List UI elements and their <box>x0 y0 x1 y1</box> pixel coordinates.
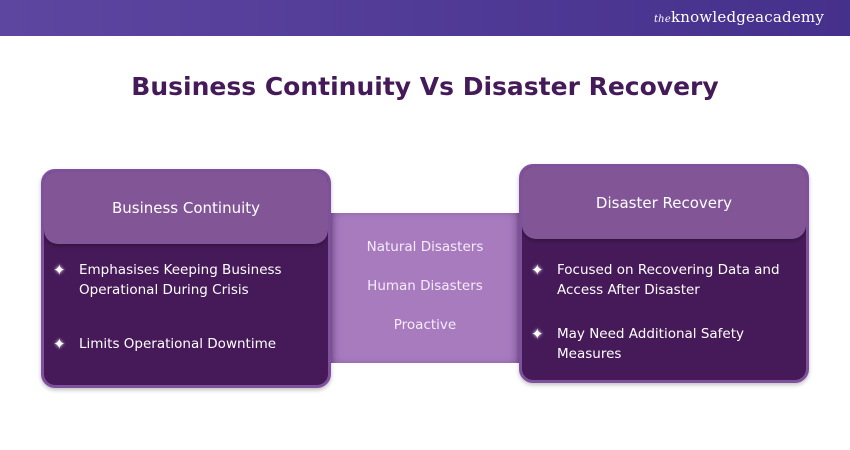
list-item: ✦ Limits Operational Downtime <box>53 334 318 354</box>
list-item: ✦ Emphasises Keeping Business Operationa… <box>53 260 318 300</box>
sparkle-star-icon: ✦ <box>53 335 66 353</box>
page-title: Business Continuity Vs Disaster Recovery <box>131 72 719 101</box>
list-item-text: Focused on Recovering Data and Access Af… <box>557 262 780 298</box>
brand-name: knowledgeacademy <box>670 8 824 26</box>
sparkle-star-icon: ✦ <box>531 261 544 279</box>
list-item-text: May Need Additional Safety Measures <box>557 326 745 362</box>
shared-trait: Human Disasters <box>367 278 483 294</box>
header-bar: theknowledgeacademy <box>0 0 850 36</box>
list-item-text: Emphasises Keeping Business Operational … <box>79 262 282 298</box>
sparkle-star-icon: ✦ <box>531 325 544 343</box>
shared-trait: Proactive <box>393 317 457 333</box>
business-continuity-card: Business Continuity ✦ Emphasises Keeping… <box>41 169 331 388</box>
list-item-text: Limits Operational Downtime <box>79 336 277 352</box>
disaster-recovery-card: Disaster Recovery ✦ Focused on Recoverin… <box>519 164 809 383</box>
brand-prefix: the <box>653 14 671 25</box>
brand-logo: theknowledgeacademy <box>654 8 824 26</box>
list-item: ✦ May Need Additional Safety Measures <box>531 324 796 364</box>
shared-trait: Natural Disasters <box>366 239 484 255</box>
card-heading: Business Continuity <box>44 172 328 244</box>
sparkle-star-icon: ✦ <box>53 261 66 279</box>
card-heading: Disaster Recovery <box>522 167 806 239</box>
shared-traits-panel: Natural Disasters Human Disasters Proact… <box>330 213 520 363</box>
list-item: ✦ Focused on Recovering Data and Access … <box>531 260 796 300</box>
